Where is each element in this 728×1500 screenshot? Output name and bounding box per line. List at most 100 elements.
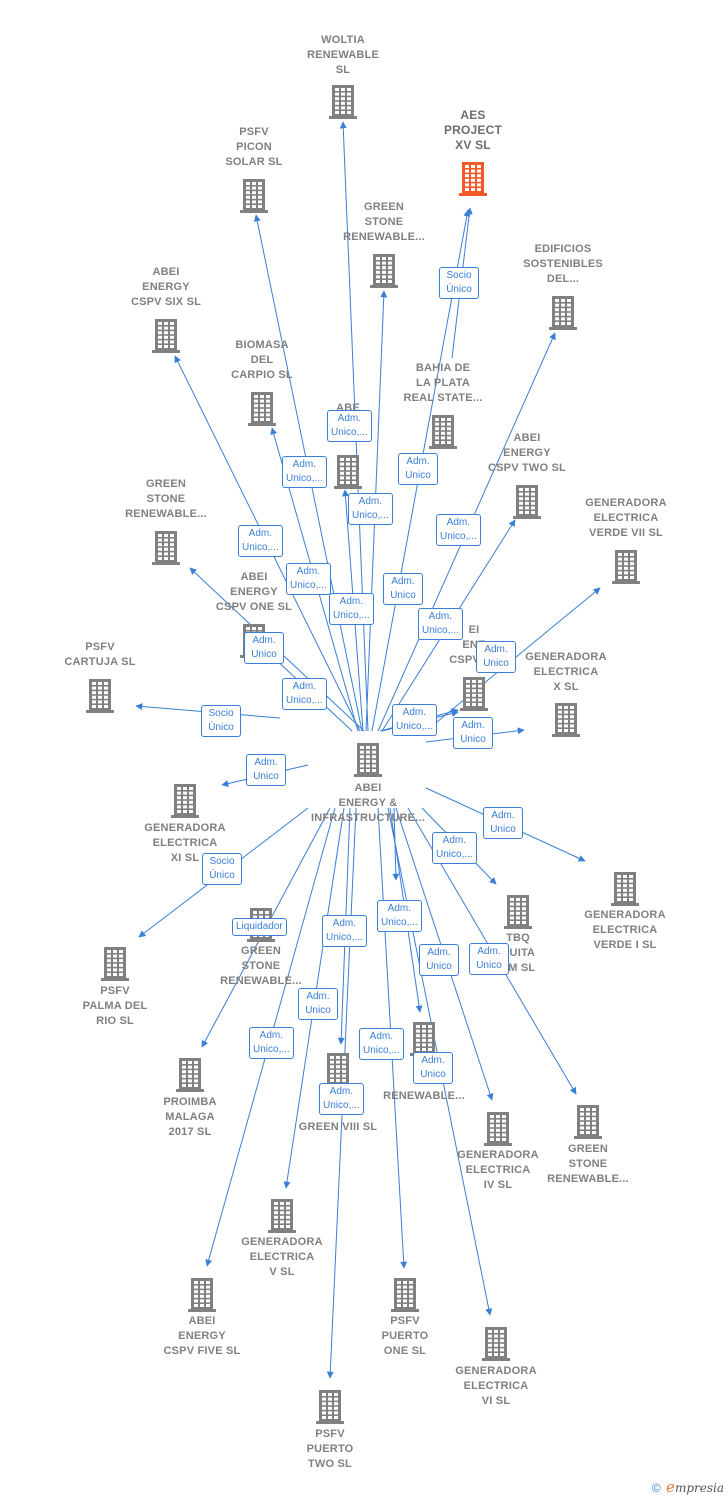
node-gen-x[interactable] [549,701,583,739]
node-label-aes[interactable]: AES PROJECT XV SL [443,108,503,152]
edge-label-green-stone-b[interactable]: Adm. Unico [244,632,284,664]
edge-label-gen-xi[interactable]: Adm. Unico [246,754,286,786]
node-label-green-stone-b[interactable]: GREEN STONE RENEWABLE... [125,478,207,520]
edge-label-green-stone-d[interactable]: Adm. Unico,... [377,900,422,932]
node-abei-five[interactable] [185,1276,219,1314]
edge-label-gen-green-viii[interactable]: Adm. Unico,... [322,915,367,947]
node-abei-infra[interactable] [351,741,385,779]
edge-label-psfv-picon[interactable]: Adm. Unico,... [282,456,327,488]
node-label-gen-x[interactable]: GENERADORA ELECTRICA X SL [525,651,607,693]
edge-label-gen-verde-i[interactable]: Adm. Unico [483,807,523,839]
node-label-woltia[interactable]: WOLTIA RENEWABLE SL [306,34,380,76]
node-label-gen-xi[interactable]: GENERADORA ELECTRICA XI SL [144,822,226,864]
node-label-psfv-palma[interactable]: PSFV PALMA DEL RIO SL [82,985,148,1027]
node-gen-iv[interactable] [481,1110,515,1148]
node-gen-vii[interactable] [609,548,643,586]
node-woltia[interactable] [326,83,360,121]
node-abe-hidden[interactable] [331,453,365,491]
node-aes[interactable] [456,160,490,198]
edge-label-psfv-two[interactable]: Adm. Unico,... [319,1083,364,1115]
node-gen-xi[interactable] [168,782,202,820]
node-psfv-one[interactable] [388,1276,422,1314]
node-green-stone-b[interactable] [149,529,183,567]
edge-label-aes[interactable]: Adm. Unico [398,453,438,485]
edge-label-proimba[interactable]: Liquidador [232,918,287,936]
edge-label-abei-six[interactable]: Adm. Unico,... [238,525,283,557]
node-psfv-cartuja[interactable] [83,677,117,715]
node-label-green-stone-c[interactable]: GREEN STONE RENEWABLE... [220,945,302,987]
building-icon [513,485,541,519]
node-label-abei-six[interactable]: ABEI ENERGY CSPV SIX SL [130,266,202,308]
node-biomasa[interactable] [245,390,279,428]
building-icon [188,1278,216,1312]
edge-label-abei-two[interactable]: Adm. Unico,... [418,608,463,640]
edge-label-gen-vii[interactable]: Adm. Unico [476,641,516,673]
node-abei-two[interactable] [510,483,544,521]
node-abei-six[interactable] [149,317,183,355]
node-abei-f[interactable] [457,675,491,713]
building-icon [410,1022,438,1056]
node-label-gen-vii[interactable]: GENERADORA ELECTRICA VERDE VII SL [585,497,667,539]
edge-label-psfv-cartuja[interactable]: Socio Único [201,705,241,737]
node-label-gen-verde-i[interactable]: GENERADORA ELECTRICA VERDE I SL [584,909,666,951]
node-label-psfv-cartuja[interactable]: PSFV CARTUJA SL [64,641,136,668]
edge-label-biomasa[interactable]: Adm. Unico,... [286,563,331,595]
building-icon [324,1053,352,1087]
building-icon [171,784,199,818]
edge-label-abei-f[interactable]: Adm. Unico,... [392,704,437,736]
node-label-psfv-one[interactable]: PSFV PUERTO ONE SL [381,1315,429,1357]
edge-label-gen-x[interactable]: Adm. Unico [453,717,493,749]
node-gen-v[interactable] [265,1197,299,1235]
edge-label-psfv-one[interactable]: Adm. Unico,... [359,1028,404,1060]
edge-label-abei-f[interactable]: Adm. Unico [383,573,423,605]
edge-label-gen-vi[interactable]: Adm. Unico [413,1052,453,1084]
edge-label-green-stone-a[interactable]: Adm. Unico,... [348,493,393,525]
node-label-psfv-two[interactable]: PSFV PUERTO TWO SL [306,1428,354,1470]
node-label-edificios[interactable]: EDIFICIOS SOSTENIBLES DEL... [523,243,603,285]
node-label-psfv-picon[interactable]: PSFV PICON SOLAR SL [225,126,283,168]
node-edificios[interactable] [546,294,580,332]
node-label-gen-vi[interactable]: GENERADORA ELECTRICA VI SL [455,1365,537,1407]
building-icon [574,1105,602,1139]
edge-label-tbq[interactable]: Adm. Unico,... [432,832,477,864]
edge-label-edificios[interactable]: Adm. Unico,... [436,514,481,546]
node-green-stone-d[interactable] [407,1020,441,1058]
node-psfv-two[interactable] [313,1388,347,1426]
node-label-abei-five[interactable]: ABEI ENERGY CSPV FIVE SL [163,1315,241,1357]
building-icon [429,415,457,449]
node-gen-verde-i[interactable] [608,870,642,908]
node-bahia[interactable] [426,413,460,451]
edge-label-gen-iv[interactable]: Adm. Unico [419,944,459,976]
node-label-gen-v[interactable]: GENERADORA ELECTRICA V SL [241,1236,323,1278]
edge-label-abei-one[interactable]: Adm. Unico,... [282,678,327,710]
node-green-stone-a[interactable] [367,252,401,290]
building-icon [334,455,362,489]
node-proimba[interactable] [173,1056,207,1094]
edge-label-psfv-palma[interactable]: Socio Único [202,853,242,885]
node-green-stone-e[interactable] [571,1103,605,1141]
edge-label-abei-five[interactable]: Adm. Unico,... [249,1027,294,1059]
node-gen-green-viii[interactable] [321,1051,355,1089]
edge-label-woltia[interactable]: Adm. Unico,... [327,410,372,442]
node-label-bahia[interactable]: BAHIA DE LA PLATA REAL STATE... [403,362,483,404]
building-icon [552,703,580,737]
node-label-proimba[interactable]: PROIMBA MALAGA 2017 SL [163,1096,217,1138]
building-icon [152,531,180,565]
node-gen-vi[interactable] [479,1325,513,1363]
node-label-biomasa[interactable]: BIOMASA DEL CARPIO SL [231,339,293,381]
node-psfv-picon[interactable] [237,177,271,215]
node-label-abei-one[interactable]: ABEI ENERGY CSPV ONE SL [215,571,293,613]
edge-label-gen-v[interactable]: Adm. Unico [298,988,338,1020]
node-label-gen-iv[interactable]: GENERADORA ELECTRICA IV SL [457,1149,539,1191]
node-label-green-stone-a[interactable]: GREEN STONE RENEWABLE... [343,201,425,243]
footer-brand[interactable]: © empresia [652,1478,724,1496]
node-label-abei-infra[interactable]: ABEI ENERGY & INFRASTRUCTURE... [310,782,425,824]
edge-label-abe-hidden[interactable]: Adm. Unico,... [329,593,374,625]
edge-label-aes[interactable]: Socio Único [439,267,479,299]
node-tbq[interactable] [501,893,535,931]
node-label-abei-two[interactable]: ABEI ENERGY CSPV TWO SL [488,432,566,474]
node-label-green-stone-e[interactable]: GREEN STONE RENEWABLE... [547,1143,629,1185]
edge-label-green-stone-c[interactable]: Adm. Unico [469,943,509,975]
node-psfv-palma[interactable] [98,945,132,983]
building-icon [176,1058,204,1092]
